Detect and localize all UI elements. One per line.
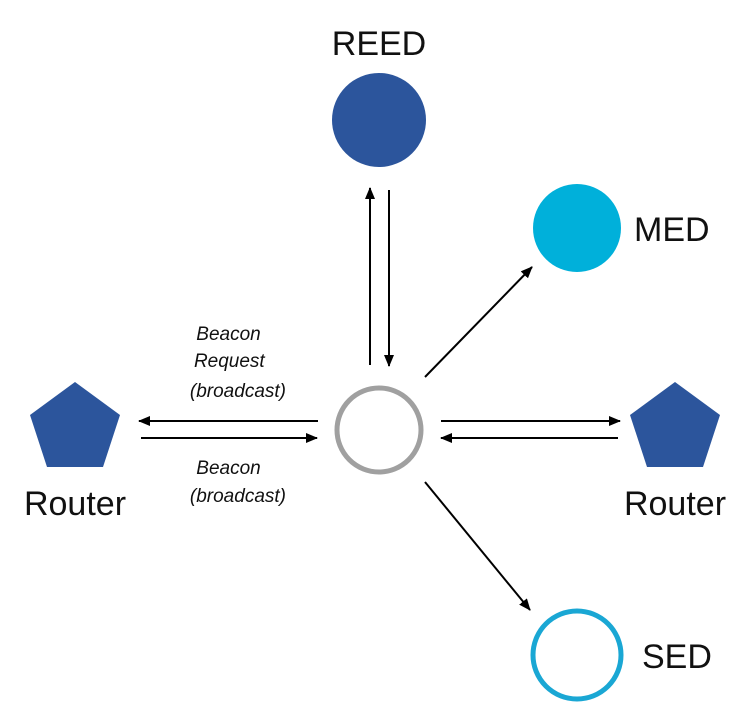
beacon-request-line-3: (broadcast) — [190, 381, 286, 402]
beacon-request-label: Beacon Request (broadcast) — [190, 324, 286, 402]
sed-label: SED — [642, 638, 712, 676]
joining-device-node — [334, 385, 424, 475]
router-right-label: Router — [624, 485, 726, 523]
reed-node — [332, 73, 426, 167]
beacon-line-1: Beacon — [196, 458, 260, 479]
reed-label: REED — [332, 25, 426, 63]
sed-node — [530, 608, 624, 702]
arrow-to-med — [424, 266, 533, 378]
beacon-line-2: (broadcast) — [190, 486, 286, 507]
router-right-node — [630, 382, 720, 467]
router-left-label: Router — [24, 485, 126, 523]
router-left-node — [30, 382, 120, 467]
beacon-request-line-2: Request — [194, 351, 265, 372]
med-label: MED — [634, 211, 710, 249]
arrow-to-sed — [424, 481, 531, 611]
beacon-label: Beacon (broadcast) — [190, 458, 286, 507]
med-node — [533, 184, 621, 272]
beacon-request-line-1: Beacon — [196, 324, 260, 345]
